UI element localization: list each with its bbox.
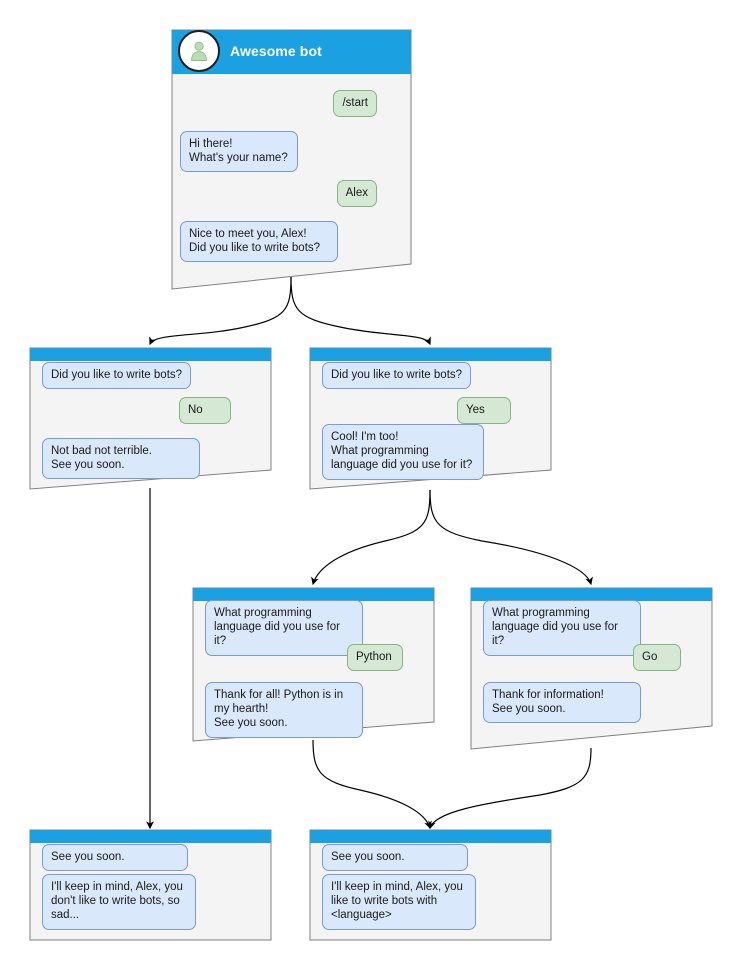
message-list: Did you like to write bots? No Not bad n…: [28, 346, 274, 492]
person-avatar-icon: [178, 30, 220, 72]
message-bubble-bot: See you soon.: [42, 844, 188, 872]
node-content: See you soon. I'll keep in mind, Alex, y…: [308, 828, 554, 943]
message-bubble-bot: What programming language did you use fo…: [205, 600, 363, 656]
message-bubble-user: Alex: [336, 180, 377, 208]
node-content: What programming language did you use fo…: [191, 586, 437, 744]
message-bubble-bot: Did you like to write bots?: [42, 362, 192, 390]
message-list: Did you like to write bots? Yes Cool! I'…: [308, 346, 554, 492]
edge-yes-to-go: [429, 489, 593, 586]
edge-go-to-end: [428, 747, 592, 830]
node-language-python[interactable]: What programming language did you use fo…: [191, 586, 437, 744]
message-bubble-bot: I'll keep in mind, Alex, you like to wri…: [322, 874, 476, 930]
node-content: See you soon. I'll keep in mind, Alex, y…: [28, 828, 274, 943]
message-list: What programming language did you use fo…: [469, 586, 715, 752]
message-list: What programming language did you use fo…: [191, 586, 437, 744]
person-glyph: [191, 41, 207, 61]
node-header: Awesome bot: [168, 28, 416, 74]
message-bubble-bot: What programming language did you use fo…: [483, 600, 641, 656]
message-bubble-user: Python: [347, 644, 403, 672]
message-bubble-bot: Thank for information! See you soon.: [483, 682, 641, 724]
node-awesome-bot-start[interactable]: Awesome bot /start Hi there! What's your…: [168, 28, 416, 294]
message-bubble-bot: Cool! I'm too! What programming language…: [322, 424, 484, 480]
node-end-no-bots[interactable]: See you soon. I'll keep in mind, Alex, y…: [28, 828, 274, 943]
edge-yes-to-python: [311, 489, 431, 586]
message-bubble-bot: Hi there! What's your name?: [180, 131, 298, 173]
message-bubble-user: No: [179, 397, 231, 425]
message-list: /start Hi there! What's your name? Alex …: [168, 28, 416, 294]
message-bubble-user: Go: [633, 644, 681, 672]
message-bubble-bot: See you soon.: [322, 844, 468, 872]
edge-python-to-end: [312, 739, 432, 830]
node-did-you-like-yes[interactable]: Did you like to write bots? Yes Cool! I'…: [308, 346, 554, 492]
message-bubble-bot: Thank for all! Python is in my hearth! S…: [205, 682, 363, 738]
node-end-with-language[interactable]: See you soon. I'll keep in mind, Alex, y…: [308, 828, 554, 943]
message-bubble-bot: Not bad not terrible. See you soon.: [42, 438, 200, 480]
message-bubble-bot: Did you like to write bots?: [322, 362, 472, 390]
node-content: Did you like to write bots? Yes Cool! I'…: [308, 346, 554, 492]
node-title: Awesome bot: [230, 43, 322, 59]
node-language-go[interactable]: What programming language did you use fo…: [469, 586, 715, 752]
node-content: What programming language did you use fo…: [469, 586, 715, 752]
message-list: See you soon. I'll keep in mind, Alex, y…: [28, 828, 274, 943]
message-bubble-user: Yes: [457, 397, 511, 425]
message-bubble-user: /start: [333, 90, 377, 118]
message-bubble-bot: I'll keep in mind, Alex, you don't like …: [42, 874, 196, 930]
node-content: Did you like to write bots? No Not bad n…: [28, 346, 274, 492]
node-did-you-like-no[interactable]: Did you like to write bots? No Not bad n…: [28, 346, 274, 492]
message-list: See you soon. I'll keep in mind, Alex, y…: [308, 828, 554, 943]
message-bubble-bot: Nice to meet you, Alex! Did you like to …: [180, 221, 338, 263]
node-content: Awesome bot /start Hi there! What's your…: [168, 28, 416, 294]
